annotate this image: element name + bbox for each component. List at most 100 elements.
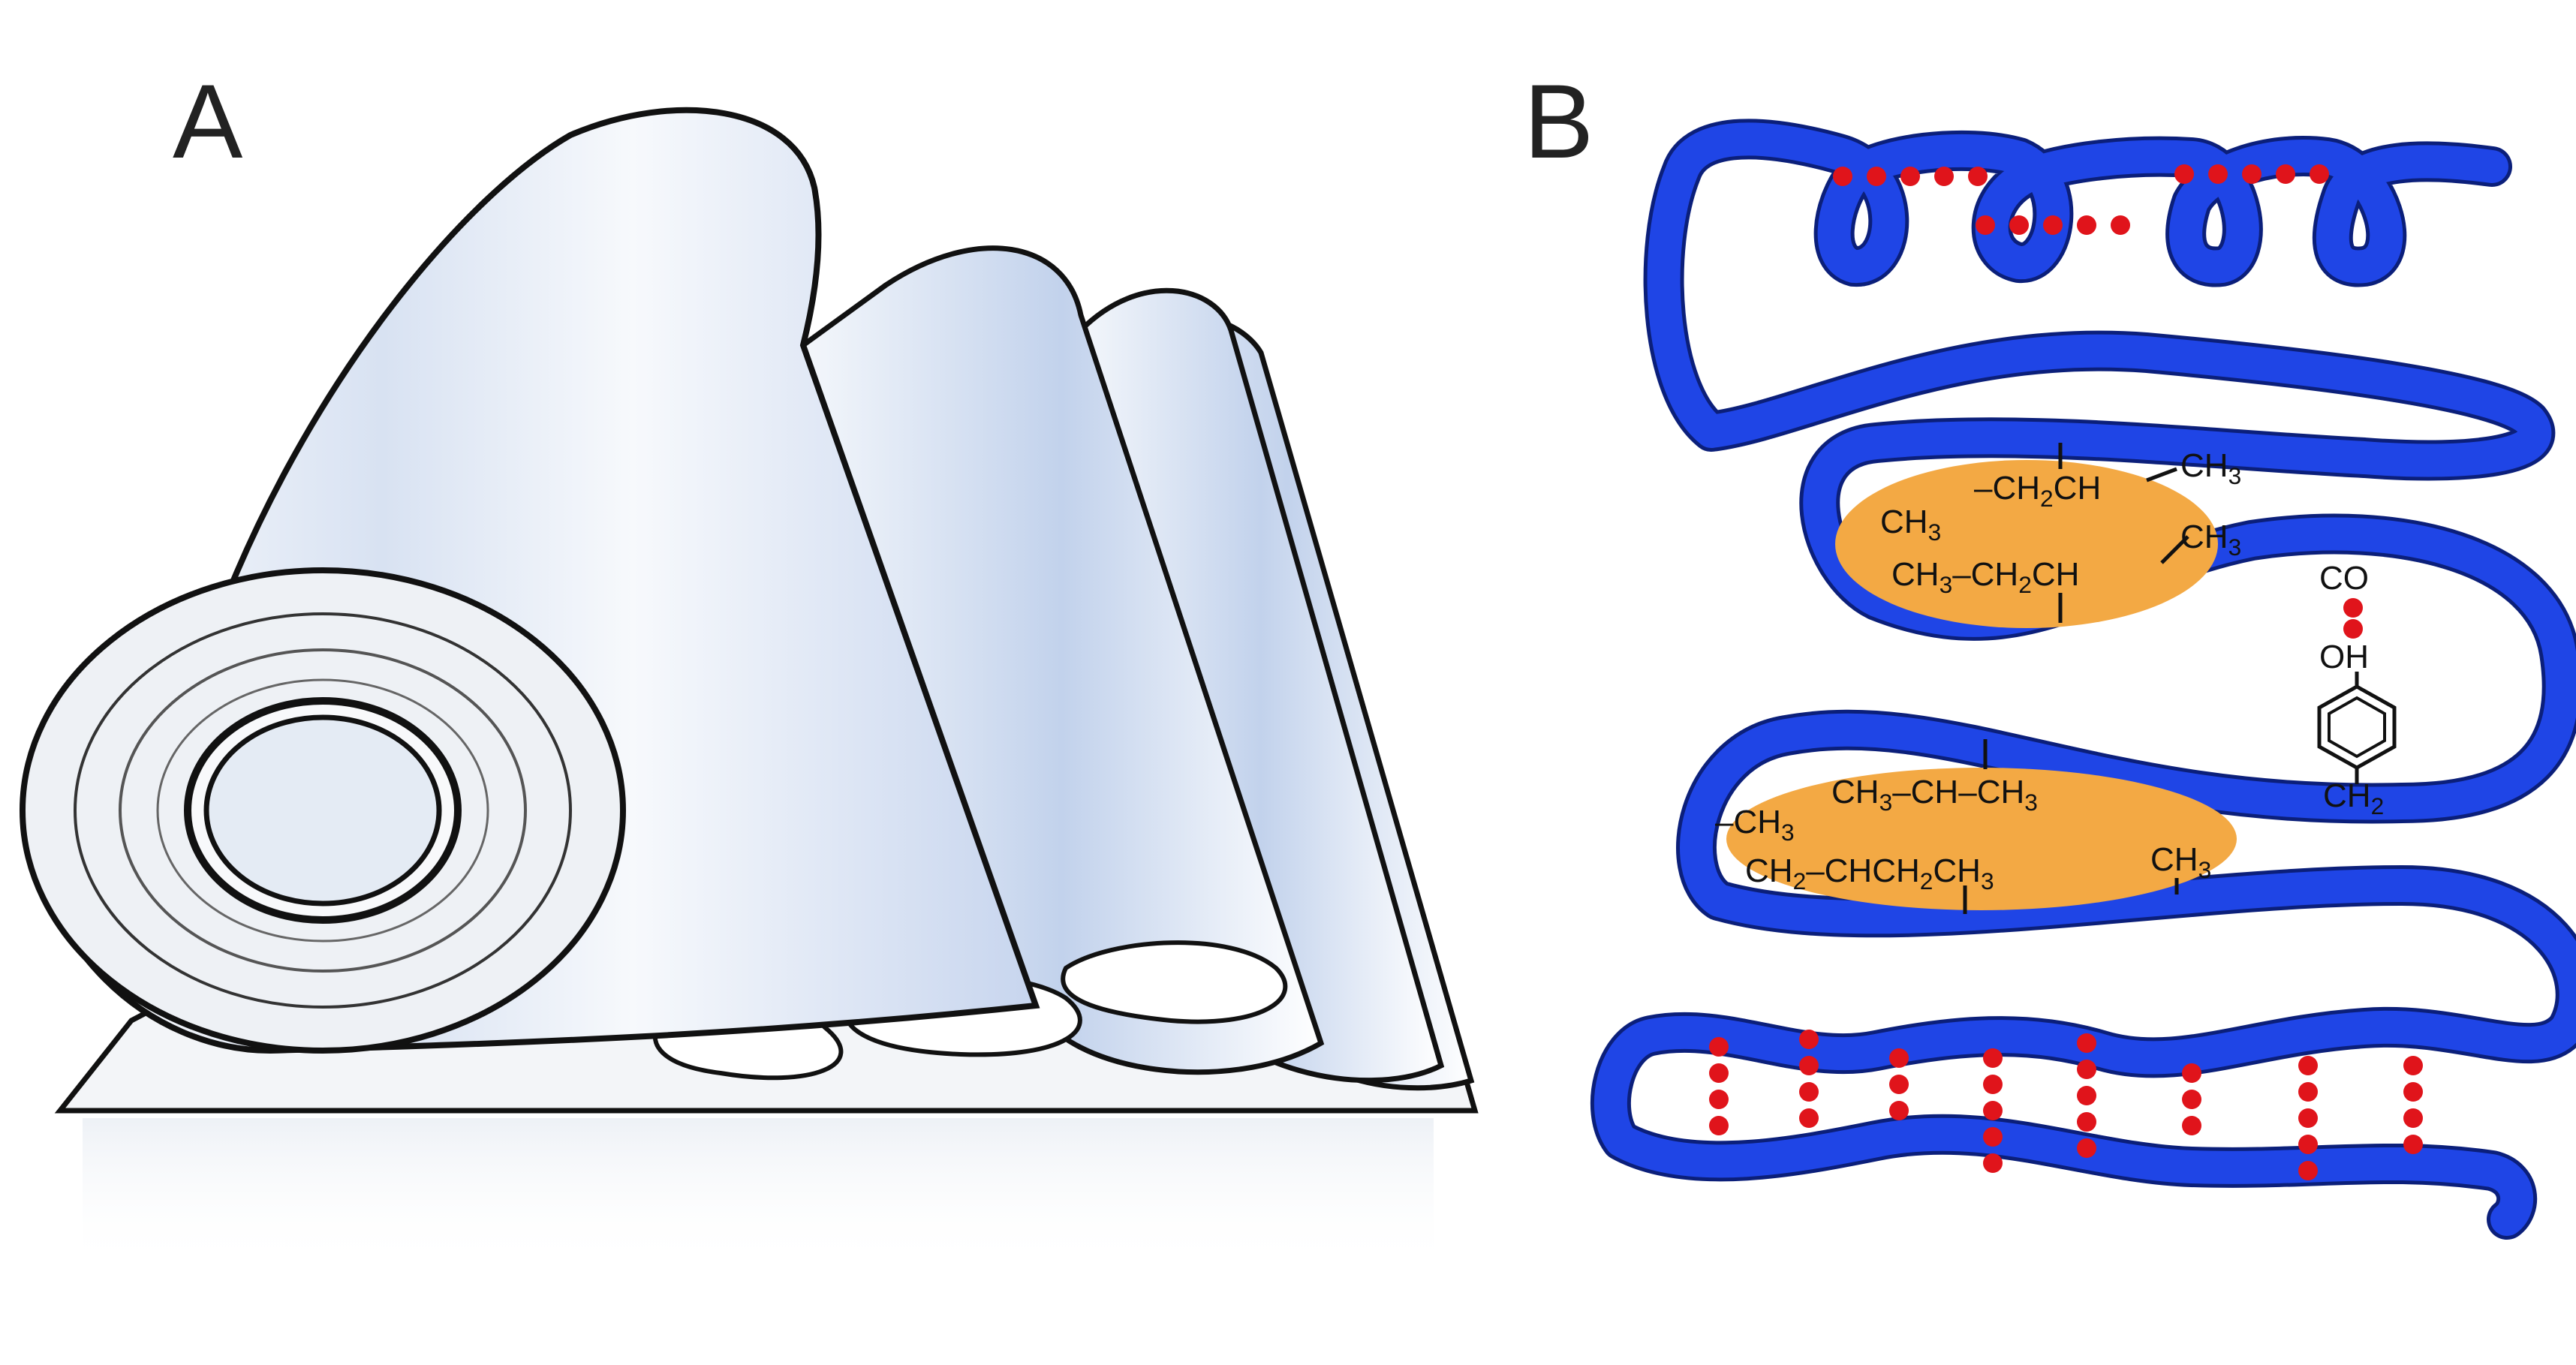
group1-bonds — [2058, 443, 2189, 623]
chem-subscript: 3 — [1981, 867, 1994, 894]
hbond-dot — [2077, 1086, 2096, 1105]
sheet-hbonds — [1709, 1030, 2423, 1180]
hbond-dot — [1709, 1063, 1729, 1083]
sheet-loop-3 — [1061, 940, 1288, 1024]
chem-subscript: 2 — [1793, 867, 1807, 894]
panel-a-label: A — [173, 62, 243, 180]
hbond-dot — [2208, 164, 2228, 184]
group2-bonds — [1963, 739, 2179, 914]
chem-subscript: 3 — [2228, 462, 2242, 489]
roll-core-inner — [203, 714, 442, 906]
hbond-dot — [2403, 1108, 2423, 1128]
chem-token: CH — [1933, 852, 1981, 889]
chem-subscript: 2 — [1920, 867, 1934, 894]
sheet-reflection — [83, 1118, 1434, 1268]
hbond-dot — [2343, 619, 2363, 639]
hbond-dot — [1968, 167, 1988, 186]
hbond-dot — [2043, 215, 2063, 235]
chem-subscript: 3 — [1879, 789, 1893, 816]
group1-line2: CH3–CH2CH — [1891, 556, 2079, 598]
hbond-dot — [1983, 1127, 2003, 1147]
hbond-dot — [2310, 164, 2329, 184]
chem-token: CH — [1880, 504, 1928, 540]
panel-b: B — [1524, 62, 2576, 1240]
group2-side: –CH3 — [1715, 804, 1795, 846]
chem-token: –CH — [1952, 556, 2018, 593]
chem-subscript: 3 — [2228, 534, 2242, 561]
panel-b-label: B — [1524, 62, 1593, 180]
tyrosine-sidechain: CO OH CH2 — [2317, 560, 2397, 819]
fold-1 — [799, 245, 1325, 1075]
chem-token: –CH — [1715, 804, 1781, 840]
hbond-dot — [2403, 1135, 2423, 1154]
hbond-dot — [2182, 1063, 2201, 1083]
group1-branch2-ch3: CH3 — [2180, 519, 2241, 561]
hbond-dot — [1799, 1108, 1819, 1128]
benzene-inner-ring-icon — [2328, 696, 2386, 759]
group1-line1: CH3 — [1880, 504, 1941, 546]
hbond-dot — [1983, 1075, 2003, 1094]
group1-branch-ch3: CH3 — [2180, 447, 2241, 489]
hbond-dot — [1709, 1090, 1729, 1109]
chem-subscript: 2 — [2018, 571, 2032, 598]
chem-subscript: 3 — [1781, 819, 1795, 846]
helix-hbonds — [1833, 164, 2329, 235]
hbond-dot — [2403, 1082, 2423, 1102]
hbond-dot — [2298, 1082, 2318, 1102]
hbond-dot — [1983, 1153, 2003, 1173]
chem-subscript: 2 — [2040, 485, 2054, 512]
tyr-oh: OH — [2319, 639, 2369, 675]
chem-subscript: 3 — [2198, 856, 2212, 883]
hbond-dot — [1934, 167, 1954, 186]
chem-token: CH — [1831, 774, 1879, 810]
hbond-dot — [2403, 1056, 2423, 1075]
hbond-dot — [2077, 1060, 2096, 1079]
roll-layer-2 — [119, 648, 527, 973]
chem-subscript: 3 — [1940, 571, 1953, 598]
ribbon-fill — [1594, 122, 2576, 1236]
chem-token: CH — [2323, 777, 2371, 814]
hbond-dot — [2276, 164, 2295, 184]
chem-token: CH — [2150, 841, 2198, 878]
hbond-dot — [1709, 1037, 1729, 1057]
roll-layer-1 — [74, 612, 572, 1009]
hbond-dot — [2009, 215, 2029, 235]
hbond-dot — [1799, 1056, 1819, 1075]
group2-top-left: CH3–CH–CH3 — [1831, 774, 2038, 816]
hbond-dot — [2298, 1056, 2318, 1075]
hydrophobic-patch-1 — [1835, 460, 2218, 628]
chem-token: CH — [1745, 852, 1793, 889]
chem-subscript: 3 — [1928, 519, 1942, 546]
hbond-dot — [2174, 164, 2194, 184]
hbond-dot — [2077, 1112, 2096, 1132]
hbond-dot — [1889, 1048, 1909, 1068]
hbond-dot — [1799, 1082, 1819, 1102]
chem-token: –CHCH — [1806, 852, 1920, 889]
bond — [2160, 535, 2189, 564]
hbond-dot — [1833, 167, 1852, 186]
protein-ribbon — [1590, 119, 2576, 1240]
panel-a: A — [20, 62, 1479, 1268]
bond — [2146, 467, 2177, 483]
chem-subscript: 2 — [2371, 792, 2385, 819]
hbond-dot — [1889, 1101, 1909, 1120]
tyr-co: CO — [2319, 560, 2369, 597]
hbond-dot — [2182, 1090, 2201, 1109]
hbond-dot — [1889, 1075, 1909, 1094]
group1-line1-mid: –CH2CH — [1974, 470, 2101, 512]
tyr-ch2: CH2 — [2323, 777, 2384, 819]
hbond-dot — [1900, 167, 1920, 186]
group2-bottom: CH2–CHCH2CH3 — [1745, 852, 1994, 894]
hbond-dot — [2077, 1033, 2096, 1053]
hbond-dot — [2298, 1108, 2318, 1128]
hbond-dot — [2077, 1138, 2096, 1158]
hydrophobic-patch-2 — [1726, 768, 2237, 910]
chem-token: –CH– — [1892, 774, 1977, 810]
chem-token: CH — [2054, 470, 2102, 507]
hbond-dot — [2182, 1116, 2201, 1135]
chem-subscript: 3 — [2024, 789, 2038, 816]
chem-token: CH — [2180, 447, 2228, 484]
hbond-dot — [2343, 598, 2363, 618]
chem-token: – — [1974, 470, 1993, 507]
